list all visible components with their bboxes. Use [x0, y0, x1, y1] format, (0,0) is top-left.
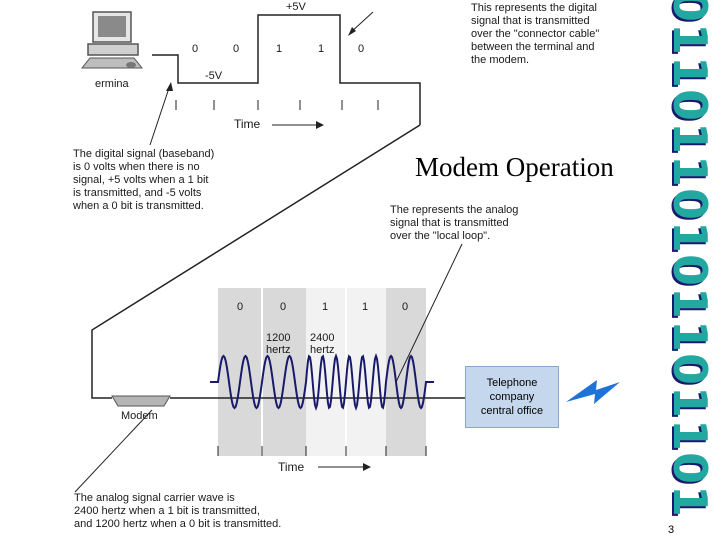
lightning-bolt-icon — [566, 380, 620, 404]
local-loop-callout: The represents the analog signal that is… — [390, 204, 519, 242]
digital-bit-label: 1 — [276, 43, 283, 55]
analog-band-bit-5 — [386, 288, 426, 456]
digital-bit-label: 0 — [233, 43, 240, 55]
analog-bit-label: 1 — [322, 301, 329, 313]
computer-terminal-icon — [80, 11, 144, 69]
digital-time-axis — [175, 100, 379, 110]
binary-banner-text: 0110110101101101 — [663, 0, 718, 519]
analog-bit-label: 0 — [402, 301, 409, 313]
modem-icon — [111, 395, 171, 407]
analog-signal-wave — [210, 352, 434, 412]
slide-title: Modem Operation — [415, 152, 614, 182]
frequency-low-label: 1200 hertz — [266, 332, 291, 356]
analog-time-label: Time — [278, 460, 305, 474]
analog-bit-label: 0 — [280, 301, 287, 313]
terminal-label: ermina — [95, 78, 129, 90]
analog-band-bit-2 — [262, 288, 306, 456]
minus-voltage-label: -5V — [205, 70, 223, 82]
plus-voltage-label: +5V — [286, 1, 306, 13]
callout-pointers — [74, 11, 463, 493]
digital-time-label: Time — [234, 117, 261, 131]
carrier-wave-explanation: The analog signal carrier wave is 2400 h… — [74, 492, 282, 530]
analog-bit-label: 0 — [237, 301, 244, 313]
pointer-arrowhead — [166, 82, 173, 91]
modem-label: Modem — [121, 410, 158, 422]
digital-bit-label: 0 — [192, 43, 199, 55]
slide-number: 3 — [668, 524, 675, 536]
frequency-high-label: 2400 hertz — [310, 332, 335, 356]
connector-cable — [91, 124, 421, 399]
digital-signal-explanation: The digital signal (baseband) is 0 volts… — [73, 148, 215, 212]
analog-time-axis — [217, 446, 427, 456]
digital-bit-label: 1 — [318, 43, 325, 55]
digital-signal-wave — [152, 14, 421, 125]
time-arrow — [318, 463, 371, 471]
connector-cable-callout: This represents the digital signal that … — [471, 2, 600, 66]
central-office-box: Telephone company central office — [465, 366, 559, 428]
pointer-arrowhead — [348, 27, 356, 36]
central-office-label: Telephone company central office — [480, 377, 544, 417]
digital-bit-label: 0 — [358, 43, 365, 55]
binary-banner: 0110110101101101 — [663, 0, 717, 518]
time-arrow — [272, 121, 324, 129]
analog-band-bit-1 — [218, 288, 262, 456]
analog-bit-label: 1 — [362, 301, 369, 313]
